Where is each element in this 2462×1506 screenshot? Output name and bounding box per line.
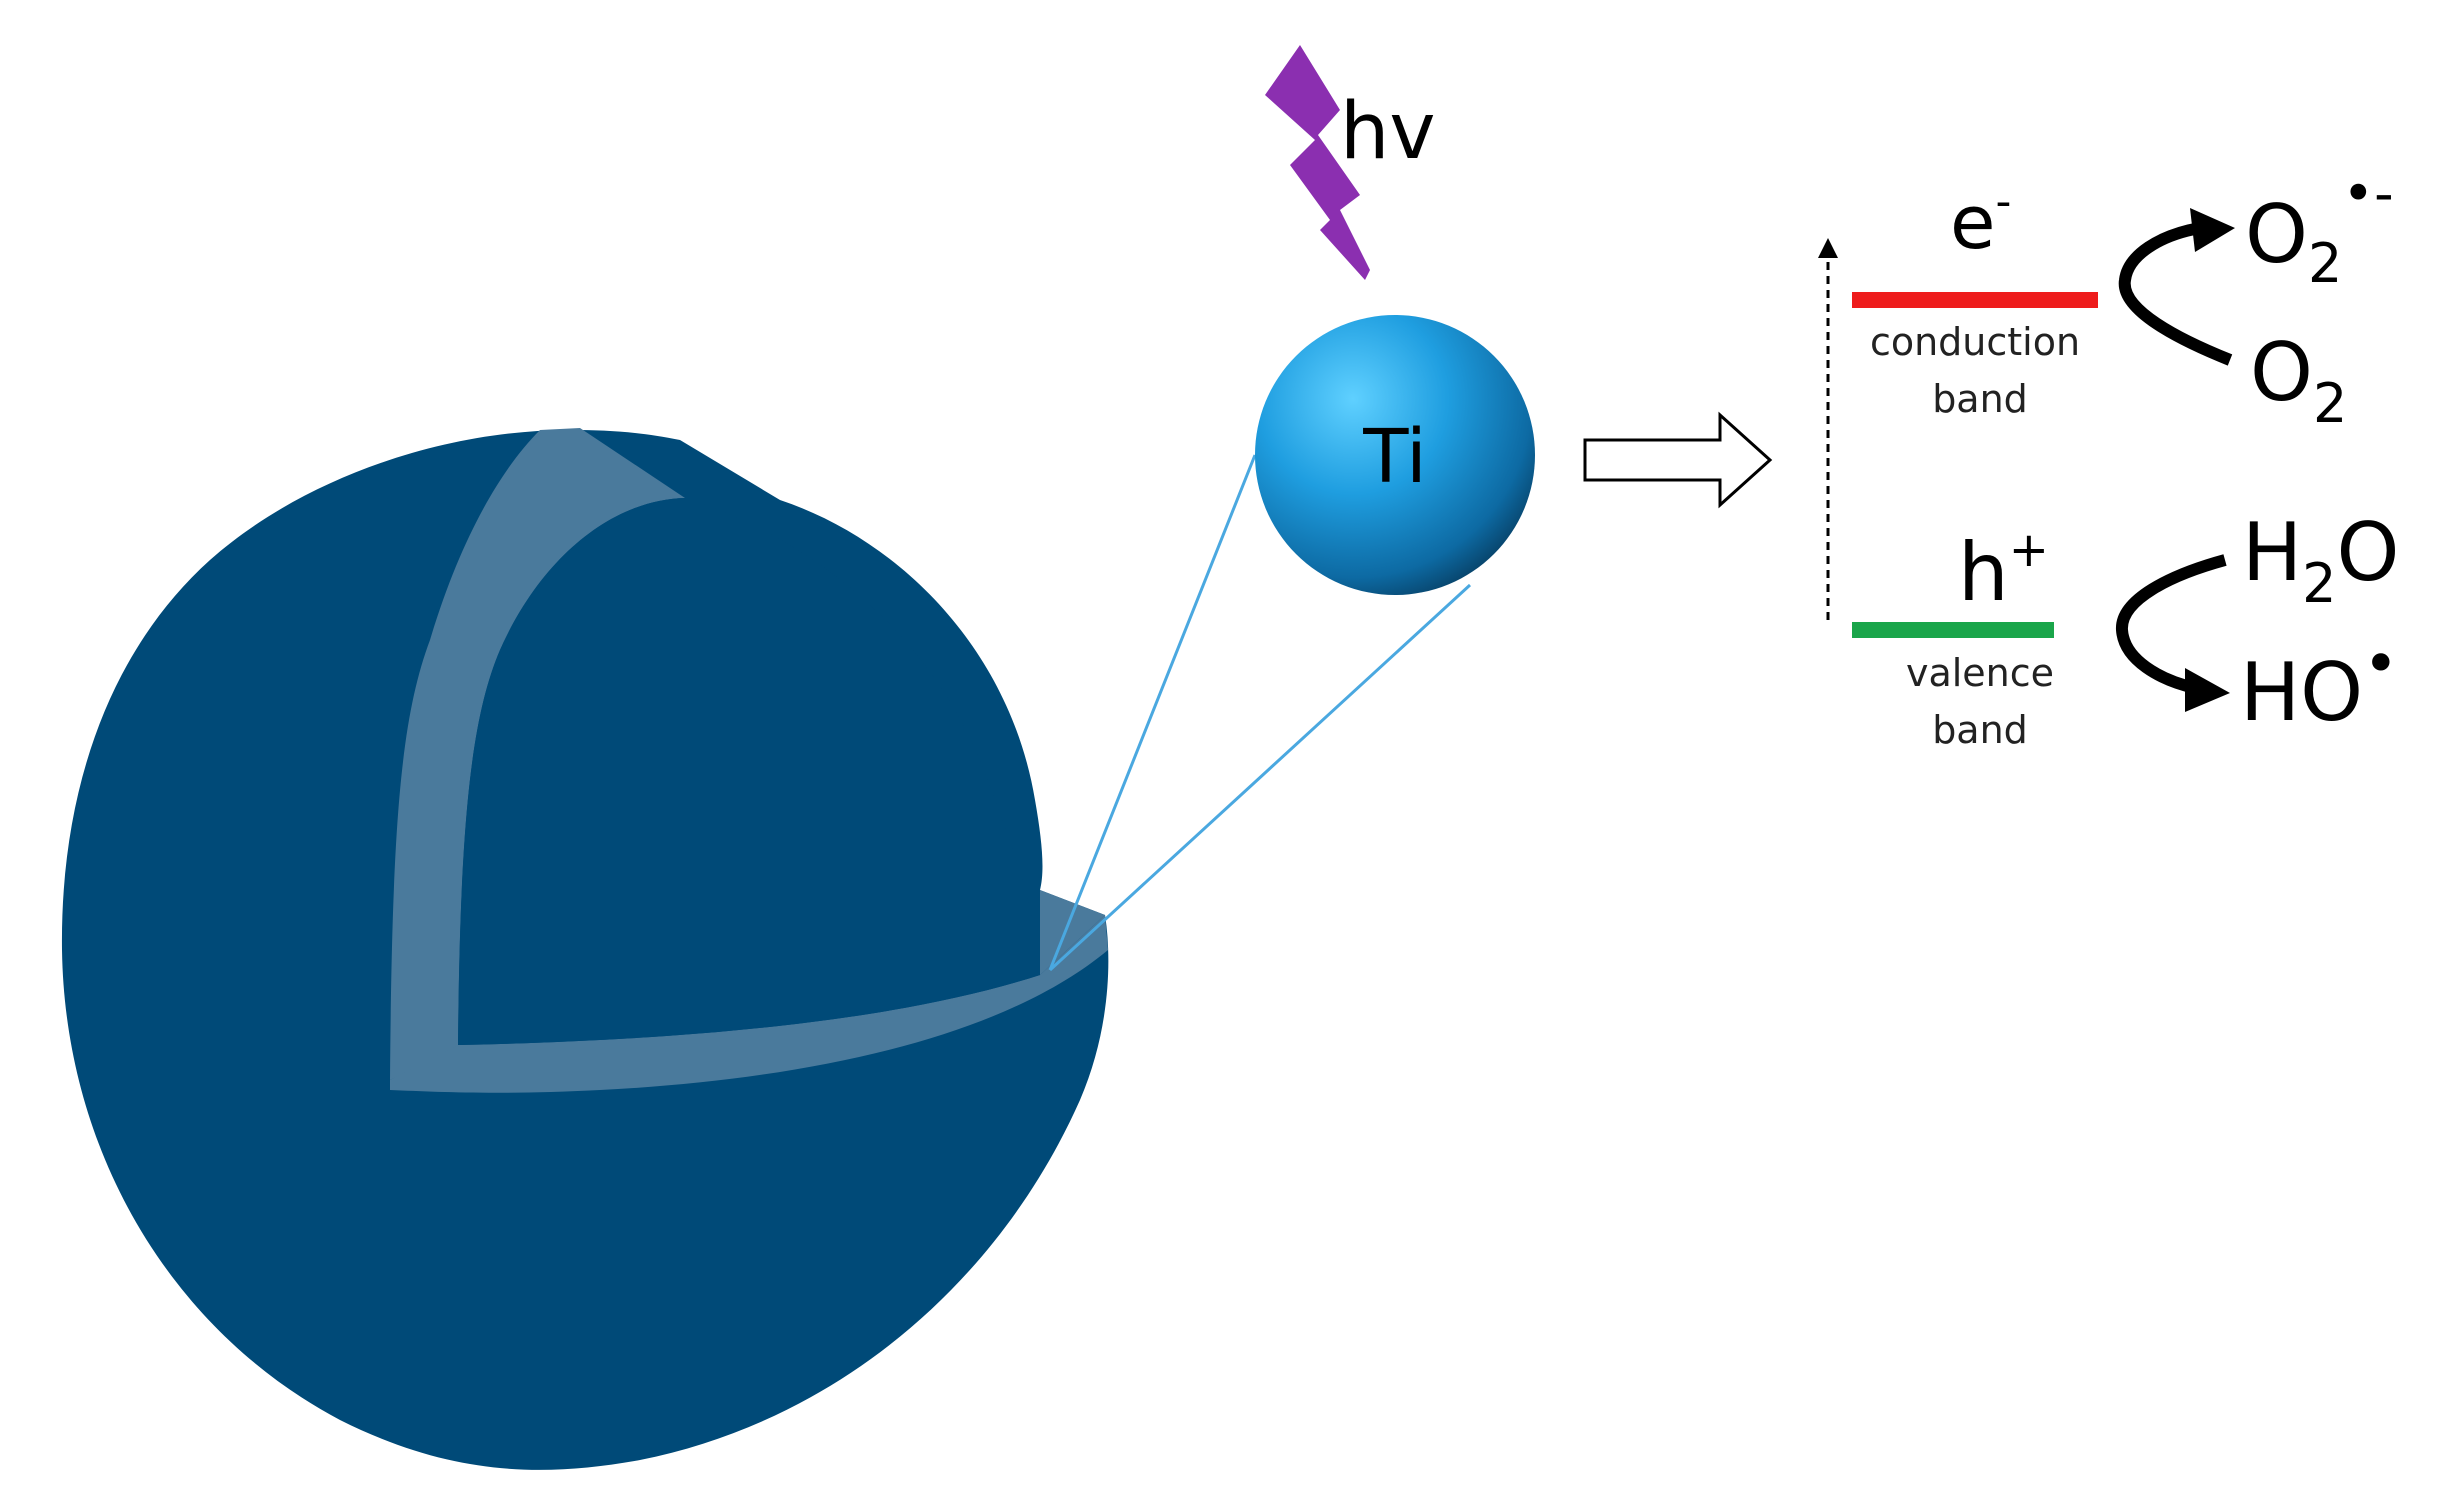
superoxide-label: O2•-	[2245, 162, 2394, 295]
reduction-curved-arrow-icon	[2118, 222, 2233, 366]
conduction-band-group: e- conduction band	[1852, 176, 2098, 421]
oxygen-label: O2	[2250, 326, 2347, 435]
hole-symbol: h+	[1958, 522, 2049, 619]
zoom-line-upper	[1048, 454, 1257, 971]
hydroxyl-sup: •	[2363, 629, 2398, 699]
electron-carrier: e	[1950, 180, 1996, 266]
electron-charge: -	[1996, 176, 2012, 227]
hollow-arrow-icon	[1583, 411, 1773, 509]
oxidation-arrow-head	[2185, 668, 2230, 712]
superoxide-sub: 2	[2308, 232, 2342, 295]
shell-meridian	[390, 428, 685, 1080]
hole-charge: +	[2009, 522, 2049, 578]
core-shell-sphere	[61, 428, 1109, 1470]
superoxide-sup: •-	[2342, 162, 2393, 225]
shell-equator	[390, 915, 1108, 1093]
sphere-cut-face	[458, 498, 1040, 1045]
zoom-line-lower	[1048, 583, 1472, 972]
hole-carrier: h	[1958, 526, 2009, 619]
valence-band-label-1: valence	[1906, 651, 2054, 695]
conduction-band-label-2: band	[1932, 377, 2028, 421]
water-o: O	[2337, 506, 2400, 599]
reduction-arrow-head	[2190, 208, 2235, 252]
oxygen-main: O	[2250, 326, 2313, 419]
excitation-arrow-head	[1818, 238, 1838, 258]
water-sub: 2	[2302, 552, 2336, 615]
valence-band-group: h+ valence band	[1852, 522, 2054, 752]
hydroxyl-label: HO•	[2240, 629, 2399, 739]
ti-particle	[1255, 315, 1535, 595]
photon-label: hv	[1340, 87, 1436, 177]
water-label: H2O	[2242, 506, 2399, 615]
lightning-bolt-icon	[1265, 45, 1370, 280]
water-h: H	[2242, 506, 2302, 599]
oxidation-curved-arrow-icon	[2116, 554, 2227, 694]
valence-band-label-2: band	[1932, 708, 2028, 752]
oxygen-sub: 2	[2313, 372, 2347, 435]
electron-symbol: e-	[1950, 176, 2011, 266]
conduction-band-label-1: conduction	[1870, 320, 2080, 364]
superoxide-main: O	[2245, 188, 2308, 281]
hydroxyl-main: HO	[2240, 646, 2363, 739]
ti-label: Ti	[1362, 414, 1427, 500]
